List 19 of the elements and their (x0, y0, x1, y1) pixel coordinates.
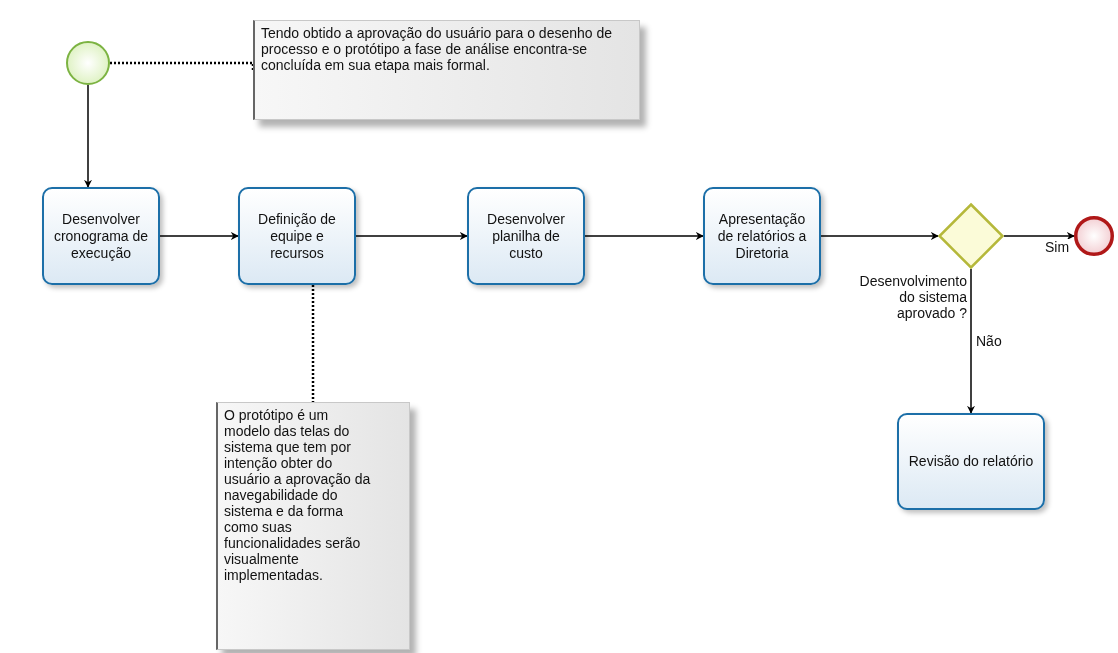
association-line (110, 61, 255, 70)
sequence-flow-arrow (355, 232, 468, 240)
text-annotation: O protótipo é um modelo das telas do sistema que tem por intenção obter do usuário a aprovação da navegabilidade do sistema e da forma como suas funcionalidades serão visualmente implementadas. (216, 402, 410, 650)
sequence-flow-arrow (159, 232, 239, 240)
edge-label: Não (975, 333, 1003, 349)
edge-label: Sim (1044, 239, 1071, 255)
sequence-flow-arrow (820, 232, 939, 240)
gateway-label: Desenvolvimento do sistema aprovado ? (858, 273, 967, 321)
sequence-flow-arrow (584, 232, 704, 240)
text-annotation: Tendo obtido a aprovação do usuário para o desenho de processo e o protótipo a fase de análise encontra-se concluída em sua etapa mais formal. (253, 20, 640, 120)
task-box: Desenvolver planilha de custo (467, 187, 585, 285)
association-line (311, 285, 315, 402)
sequence-flow-arrow (1003, 232, 1075, 240)
task-box: Apresentação de relatórios a Diretoria (703, 187, 821, 285)
task-box: Definição de equipe e recursos (238, 187, 356, 285)
task-box: Desenvolver cronograma de execução (42, 187, 160, 285)
task-box: Revisão do relatório (897, 413, 1045, 510)
sequence-flow-arrow (84, 84, 92, 188)
sequence-flow-arrow (967, 268, 975, 414)
